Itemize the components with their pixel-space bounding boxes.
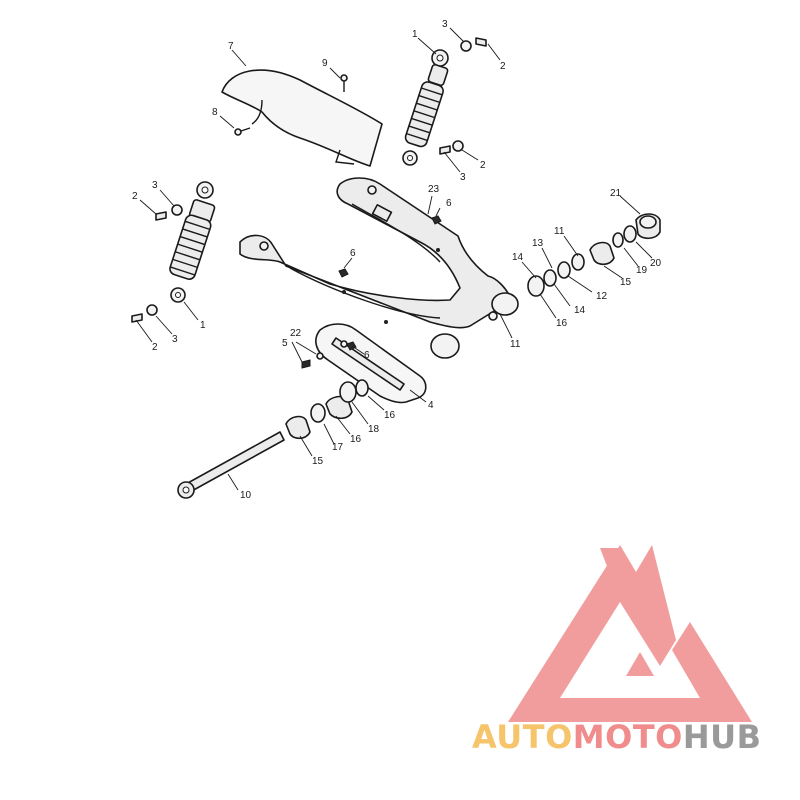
callout-16-mid: 16: [384, 410, 396, 421]
watermark-logo: [508, 545, 752, 722]
callout-13: 13: [532, 238, 544, 249]
callout-6-plate: 6: [364, 350, 370, 361]
wordmark-moto: MOTO: [572, 718, 683, 756]
callout-3-top: 3: [442, 19, 448, 30]
callout-2-mid: 2: [480, 160, 486, 171]
chain-guard: [221, 69, 383, 167]
callout-labels: 7 9 8 1 3 2 2 3 3 2 1 3 2 23 6 6 6 22 5 …: [132, 19, 662, 501]
callout-3-left: 3: [152, 180, 158, 191]
callout-21: 21: [610, 188, 622, 199]
swing-arm: [239, 177, 519, 359]
callout-8: 8: [212, 107, 218, 118]
wordmark-hub: HUB: [682, 718, 762, 756]
callout-2-left: 2: [132, 191, 138, 202]
callout-16-bottom: 16: [350, 434, 362, 445]
chain-adjuster-plate: [315, 323, 427, 404]
bolts-and-washers: [131, 37, 498, 369]
callout-10: 10: [240, 490, 252, 501]
callout-1-left: 1: [200, 320, 206, 331]
axle-bush-set: [285, 379, 369, 440]
leader-lines: [135, 27, 653, 491]
callout-6-right: 6: [446, 198, 452, 209]
watermark-wordmark: AUTOMOTOHUB: [472, 718, 762, 756]
callout-15-right: 15: [620, 277, 632, 288]
callout-17: 17: [332, 442, 344, 453]
callout-22: 22: [290, 328, 302, 339]
pivot-bush-set: [527, 213, 661, 297]
callout-3-bottom: 3: [172, 334, 178, 345]
callout-12: 12: [596, 291, 608, 302]
wordmark-auto: AUTO: [472, 718, 573, 756]
callout-11-upper: 11: [554, 226, 565, 237]
callout-15-bottom: 15: [312, 456, 324, 467]
callout-6-center: 6: [350, 248, 356, 259]
callout-14-right: 14: [574, 305, 586, 316]
callout-1-top: 1: [412, 29, 418, 40]
shock-absorber-left: [169, 181, 216, 303]
callout-4: 4: [428, 400, 434, 411]
callout-7: 7: [228, 41, 234, 52]
callout-2-top: 2: [500, 61, 506, 72]
pivot-axle: [177, 431, 285, 499]
callout-16-right: 16: [556, 318, 568, 329]
callout-9: 9: [322, 58, 328, 69]
shock-absorber-right: [402, 49, 449, 166]
callout-2-bottom: 2: [152, 342, 158, 353]
callout-23: 23: [428, 184, 440, 195]
callout-19: 19: [636, 265, 648, 276]
callout-14-left: 14: [512, 252, 524, 263]
callout-18: 18: [368, 424, 380, 435]
callout-3-mid: 3: [460, 172, 466, 183]
callout-5: 5: [282, 338, 288, 349]
callout-20: 20: [650, 258, 662, 269]
callout-11-lower: 11: [510, 339, 521, 350]
